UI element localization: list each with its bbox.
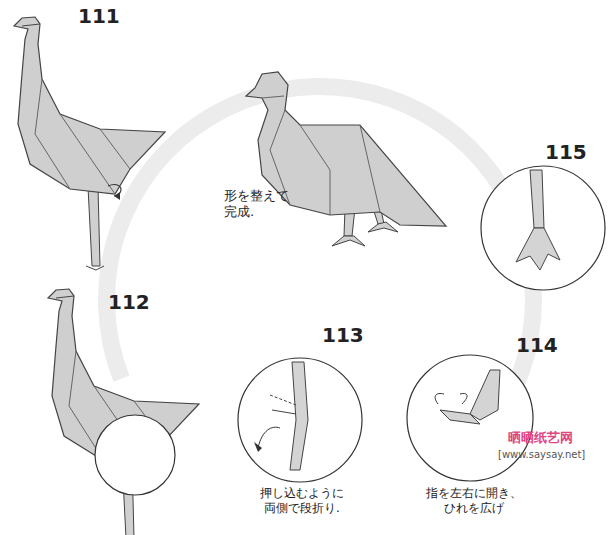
detail-circle	[407, 355, 533, 481]
goose-step-112	[48, 289, 199, 535]
instruction-note: 指を左右に開き、 ひれを広げ	[412, 486, 536, 516]
watermark-url: [www.saysay.net]	[498, 449, 608, 462]
detail-circle	[95, 415, 175, 495]
step-number: 111	[78, 4, 138, 29]
step-number: 113	[322, 323, 382, 348]
goose-step-111	[14, 17, 165, 270]
step-number: 115	[545, 140, 605, 165]
step-number: 114	[516, 333, 576, 358]
detail-circle	[238, 358, 362, 482]
goose-finished	[246, 72, 446, 246]
detail-circle	[481, 166, 605, 290]
step-number: 112	[108, 290, 168, 315]
instruction-note: 形を整えて 完成.	[224, 188, 308, 221]
instruction-note: 押し込むように 両側で段折り.	[240, 486, 364, 516]
watermark: 晒晒纸艺网	[508, 430, 608, 446]
detail-drawings	[254, 170, 560, 470]
